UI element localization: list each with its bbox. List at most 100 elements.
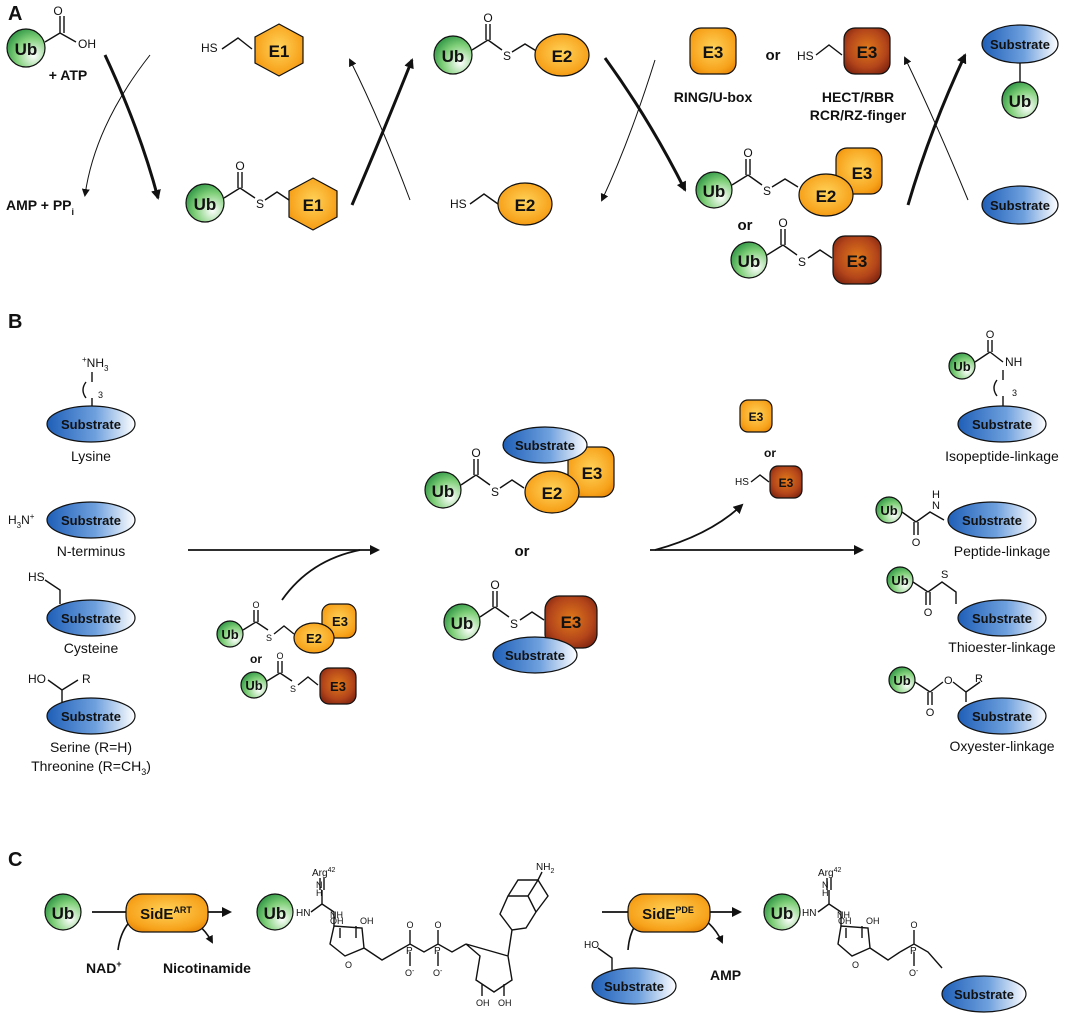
svg-text:or: or bbox=[515, 543, 530, 560]
panel-a-label: A bbox=[8, 3, 22, 25]
svg-text:O-: O- bbox=[433, 968, 443, 978]
lysine-label: Lysine bbox=[71, 448, 111, 464]
peptide-product: Ub O H N Substrate Peptide-linkage bbox=[875, 489, 1051, 559]
svg-text:HN: HN bbox=[296, 908, 310, 919]
ub-e1-thioester: Ub O S E1 bbox=[185, 159, 338, 231]
svg-text:Substrate: Substrate bbox=[972, 611, 1032, 626]
svg-text:NH: NH bbox=[837, 910, 850, 920]
svg-text:Ub: Ub bbox=[953, 359, 970, 374]
svg-text:or: or bbox=[764, 446, 776, 460]
svg-text:HS: HS bbox=[797, 49, 814, 63]
ub-e2-e3-substrate-complex: Ub O S E3 Substrate E2 bbox=[424, 426, 615, 514]
ub-icon bbox=[443, 603, 481, 641]
svg-text:O: O bbox=[778, 216, 787, 230]
substrate-ellipse bbox=[46, 599, 136, 637]
substrate-ellipse bbox=[46, 405, 136, 443]
free-substrate: Substrate bbox=[981, 185, 1059, 225]
substrate-ellipse bbox=[46, 501, 136, 539]
svg-text:Substrate: Substrate bbox=[954, 987, 1014, 1002]
svg-text:OH: OH bbox=[866, 916, 880, 926]
e3-dark-box bbox=[769, 465, 803, 499]
adp-ribosyl-ub: Ub HN Arg42 H N NH OH OH O O O P P O- O-… bbox=[256, 862, 554, 1008]
svg-text:Substrate: Substrate bbox=[990, 198, 1050, 213]
svg-text:E3: E3 bbox=[852, 164, 873, 183]
svg-text:HS: HS bbox=[735, 477, 749, 488]
ring-ubox-label: RING/U-box bbox=[674, 89, 753, 105]
svg-text:or: or bbox=[738, 217, 753, 234]
svg-text:S: S bbox=[290, 684, 296, 694]
svg-text:Ub: Ub bbox=[264, 904, 287, 923]
svg-text:Substrate: Substrate bbox=[962, 513, 1022, 528]
svg-text:R: R bbox=[82, 672, 91, 686]
substrate-ellipse bbox=[502, 426, 588, 464]
serine-label: Serine (R=H) bbox=[50, 739, 132, 755]
svg-text:OH: OH bbox=[838, 916, 852, 926]
svg-text:P: P bbox=[406, 946, 413, 957]
svg-text:Ub: Ub bbox=[880, 503, 897, 518]
e2-ellipse bbox=[497, 182, 553, 226]
svg-text:E3: E3 bbox=[779, 476, 794, 490]
svg-text:O: O bbox=[53, 4, 62, 18]
svg-text:HO: HO bbox=[28, 672, 46, 686]
ub-icon bbox=[763, 893, 801, 931]
cysteine-label: Cysteine bbox=[64, 640, 119, 656]
ub-start: Ub bbox=[44, 893, 82, 931]
svg-text:3: 3 bbox=[98, 390, 103, 400]
substrate-ellipse bbox=[947, 501, 1037, 539]
arrow-donor-join bbox=[281, 549, 361, 601]
svg-text:O: O bbox=[910, 920, 917, 930]
peptide-label: Peptide-linkage bbox=[954, 543, 1051, 559]
ub-icon bbox=[875, 496, 903, 524]
panel-b-label: B bbox=[8, 311, 22, 333]
svg-text:or: or bbox=[250, 652, 262, 666]
svg-text:S: S bbox=[763, 184, 771, 198]
n-terminus-label: N-terminus bbox=[57, 543, 125, 559]
released-e3: E3 or HS E3 bbox=[735, 399, 803, 499]
small-ub-e2-e3: Ub O S E3 E2 bbox=[216, 600, 357, 654]
svg-text:O: O bbox=[406, 920, 413, 930]
e2-ellipse bbox=[534, 33, 590, 77]
ub-icon bbox=[1001, 81, 1039, 119]
arrow-transthiolation bbox=[350, 58, 414, 206]
arrow-e3-release-b bbox=[654, 503, 744, 551]
svg-text:O-: O- bbox=[909, 968, 919, 978]
arrow-e3-loading bbox=[603, 57, 687, 192]
e2-ellipse bbox=[524, 470, 580, 514]
svg-text:E3: E3 bbox=[330, 679, 346, 694]
svg-text:NH: NH bbox=[330, 910, 343, 920]
serine-threonine-substrate: HO R Substrate Serine (R=H) Threonine (R… bbox=[28, 672, 151, 777]
ub-e2-e3-complex: Ub O S E3 E2 bbox=[695, 146, 883, 217]
svg-text:E3: E3 bbox=[857, 43, 878, 62]
ub-icon bbox=[730, 241, 768, 279]
svg-text:3: 3 bbox=[1012, 388, 1017, 398]
svg-text:N: N bbox=[316, 880, 323, 890]
oxyester-label: Oxyester-linkage bbox=[949, 738, 1054, 754]
substrate-ellipse bbox=[46, 697, 136, 735]
svg-text:S: S bbox=[266, 633, 272, 643]
ub-icon bbox=[6, 28, 46, 68]
svg-text:HS: HS bbox=[450, 197, 467, 211]
svg-text:Substrate: Substrate bbox=[515, 438, 575, 453]
svg-text:N: N bbox=[932, 500, 940, 512]
atp-label: + ATP bbox=[49, 67, 88, 83]
svg-text:S: S bbox=[491, 485, 499, 499]
isopeptide-product: Ub O NH 3 Substrate Isopeptide-linkage bbox=[945, 329, 1059, 464]
arrow-e3-release bbox=[904, 56, 969, 201]
n-terminus-substrate: H3N+ Substrate N-terminus bbox=[8, 501, 136, 559]
svg-text:R: R bbox=[975, 673, 983, 685]
svg-text:HS: HS bbox=[28, 570, 45, 584]
svg-text:O: O bbox=[235, 159, 244, 173]
svg-text:H: H bbox=[316, 888, 323, 898]
svg-text:S: S bbox=[503, 49, 511, 63]
e3-box bbox=[739, 399, 773, 433]
svg-text:O-: O- bbox=[405, 968, 415, 978]
lysine-substrate: +NH3 3 Substrate Lysine bbox=[46, 355, 136, 464]
e2-free: HS E2 bbox=[450, 182, 553, 226]
svg-text:Arg42: Arg42 bbox=[818, 867, 841, 879]
svg-text:S: S bbox=[510, 617, 518, 631]
svg-text:E2: E2 bbox=[552, 47, 573, 66]
svg-text:E1: E1 bbox=[303, 196, 324, 215]
svg-text:E2: E2 bbox=[542, 484, 563, 503]
ub-e3-substrate-complex: Ub O S E3 Substrate bbox=[443, 578, 598, 674]
isopeptide-label: Isopeptide-linkage bbox=[945, 448, 1059, 464]
